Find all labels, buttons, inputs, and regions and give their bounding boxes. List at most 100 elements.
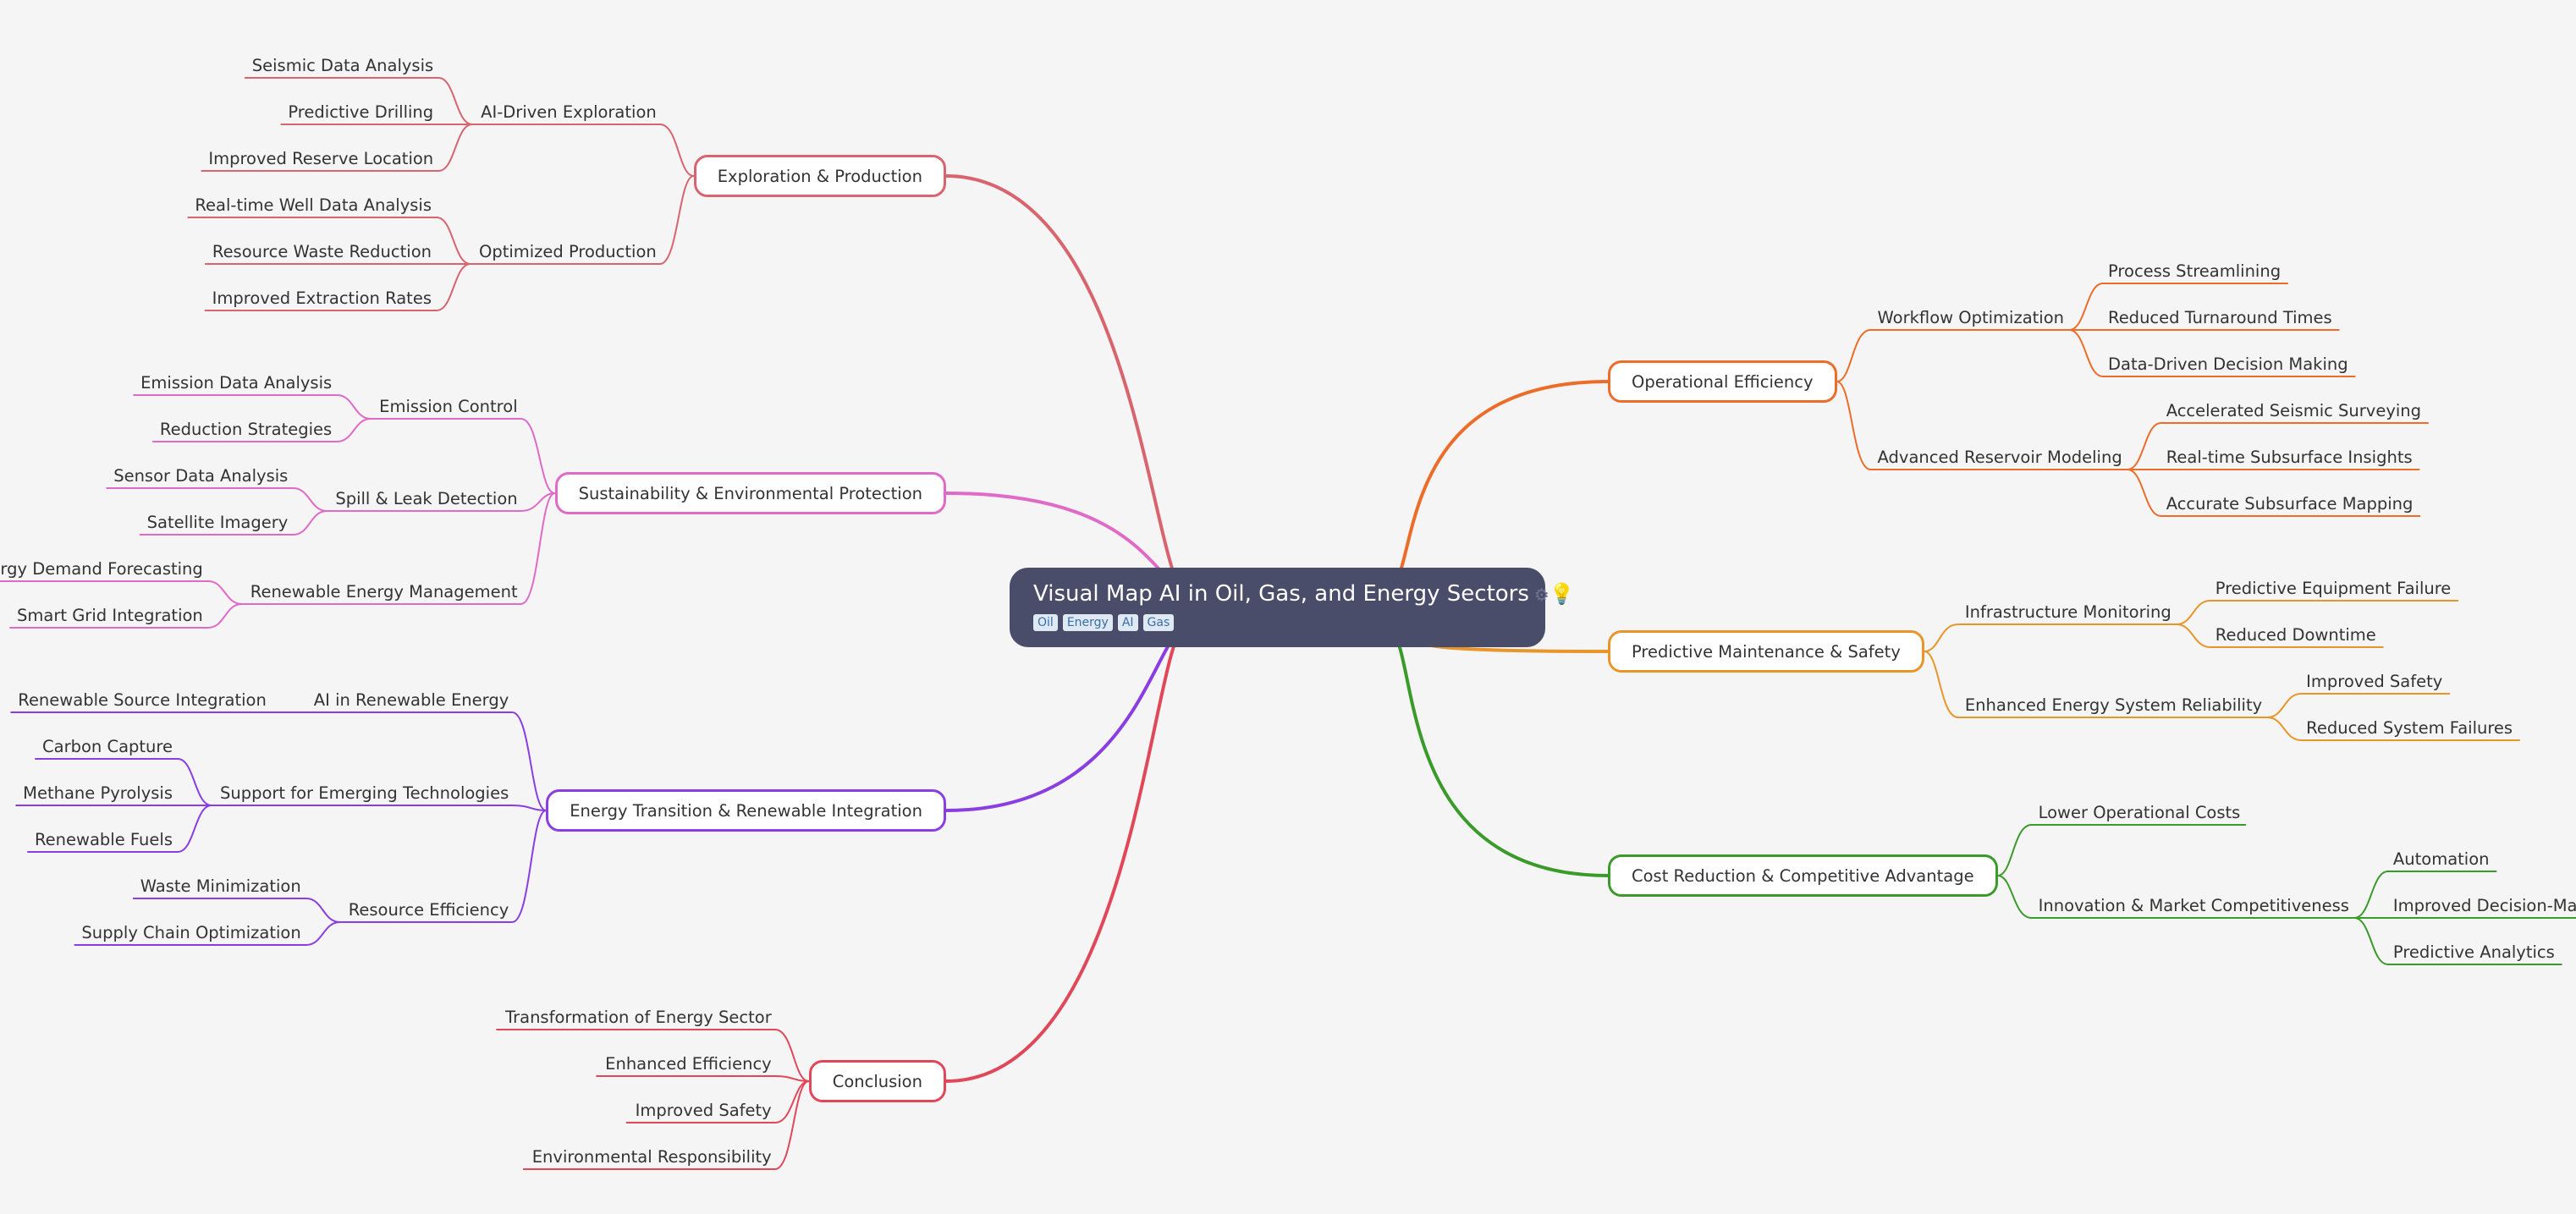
node-ai-driven-exploration[interactable]: AI-Driven Exploration (481, 102, 657, 122)
root-tags: Oil Energy AI Gas (1033, 614, 1522, 631)
link-infrastructure-monitoring (1923, 623, 2177, 652)
node-reduction-strategies[interactable]: Reduction Strategies (159, 420, 333, 439)
branch-transition[interactable]: Energy Transition & Renewable Integratio… (546, 789, 946, 832)
link-data-driven-decision-making (2068, 329, 2356, 377)
node-renewable-source-integration[interactable]: Renewable Source Integration (18, 690, 267, 710)
node-methane-pyrolysis[interactable]: Methane Pyrolysis (23, 783, 173, 803)
link-sensor-data-analysis (106, 487, 328, 512)
link-innovation-and-market-competitiveness (1996, 875, 2355, 919)
node-spill-and-leak-detection[interactable]: Spill & Leak Detection (335, 489, 518, 508)
node-reduced-turnaround-times[interactable]: Reduced Turnaround Times (2108, 308, 2332, 327)
node-real-time-subsurface-insights[interactable]: Real-time Subsurface Insights (2166, 448, 2413, 467)
link-reduced-system-failures (2266, 717, 2521, 741)
node-lower-operational-costs[interactable]: Lower Operational Costs (2038, 803, 2241, 822)
node-renewable-energy-management[interactable]: Renewable Energy Management (250, 582, 518, 602)
link-waste-minimization (132, 898, 341, 923)
node-seismic-data-analysis[interactable]: Seismic Data Analysis (251, 56, 434, 75)
link-renewable-energy-management (240, 492, 556, 605)
node-improved-safety[interactable]: Improved Safety (635, 1101, 772, 1120)
link-workflow-optimization (1836, 329, 2071, 382)
node-sensor-data-analysis[interactable]: Sensor Data Analysis (113, 466, 289, 486)
link-emission-control (370, 418, 556, 494)
branch-operational[interactable]: Operational Efficiency (1608, 360, 1837, 403)
node-resource-efficiency[interactable]: Resource Efficiency (348, 900, 509, 920)
node-predictive-drilling[interactable]: Predictive Drilling (288, 102, 434, 122)
node-predictive-analytics[interactable]: Predictive Analytics (2392, 942, 2555, 962)
link-lower-operational-costs (1996, 824, 2247, 876)
branch-exploration[interactable]: Exploration & Production (693, 155, 946, 197)
link-optimized-production (469, 175, 695, 265)
link-enhanced-energy-system-reliability (1923, 651, 2269, 718)
node-smart-grid-integration[interactable]: Smart Grid Integration (17, 606, 203, 625)
link-predictive-analytics (2353, 917, 2562, 965)
node-reduced-system-failures[interactable]: Reduced System Failures (2306, 718, 2513, 738)
node-optimized-production[interactable]: Optimized Production (478, 242, 657, 261)
node-reduced-downtime[interactable]: Reduced Downtime (2215, 625, 2376, 645)
link-transformation-of-energy-sector (496, 1029, 810, 1082)
node-satellite-imagery[interactable]: Satellite Imagery (146, 513, 289, 532)
node-support-for-emerging-technologies[interactable]: Support for Emerging Technologies (219, 783, 509, 803)
link-seismic-data-analysis (244, 77, 474, 125)
branch-link-operational (1386, 380, 1610, 594)
settings-icon: ⚙ (1533, 585, 1549, 605)
branch-conclusion[interactable]: Conclusion (808, 1060, 946, 1102)
node-emission-control[interactable]: Emission Control (379, 397, 518, 416)
node-accelerated-seismic-surveying[interactable]: Accelerated Seismic Surveying (2166, 401, 2422, 420)
node-improved-decision-making[interactable]: Improved Decision-Making (2392, 896, 2576, 915)
link-accurate-subsurface-mapping (2126, 469, 2421, 517)
node-environmental-responsibility[interactable]: Environmental Responsibility (531, 1147, 772, 1167)
tag-gas[interactable]: Gas (1142, 614, 1175, 631)
node-innovation-and-market-competitiveness[interactable]: Innovation & Market Competitiveness (2038, 896, 2349, 915)
node-enhanced-efficiency[interactable]: Enhanced Efficiency (605, 1054, 772, 1074)
node-emission-data-analysis[interactable]: Emission Data Analysis (140, 373, 333, 393)
node-infrastructure-monitoring[interactable]: Infrastructure Monitoring (1964, 602, 2171, 622)
link-spill-and-leak-detection (326, 492, 556, 512)
link-improved-safety (2266, 693, 2451, 718)
node-supply-chain-optimization[interactable]: Supply Chain Optimization (81, 923, 301, 942)
root-title: Visual Map AI in Oil, Gas, and Energy Se… (1033, 581, 1529, 607)
node-improved-extraction-rates[interactable]: Improved Extraction Rates (212, 288, 432, 308)
node-data-driven-decision-making[interactable]: Data-Driven Decision Making (2108, 354, 2348, 374)
link-support-for-emerging-technologies (210, 805, 548, 811)
link-accelerated-seismic-surveying (2126, 422, 2430, 470)
node-ai-in-renewable-energy[interactable]: AI in Renewable Energy (313, 690, 509, 710)
link-ai-in-renewable-energy (304, 711, 548, 811)
branch-link-cost (1386, 624, 1610, 877)
branch-sustainability[interactable]: Sustainability & Environmental Protectio… (554, 472, 946, 514)
root-node[interactable]: Visual Map AI in Oil, Gas, and Energy Se… (1010, 568, 1575, 647)
link-improved-reserve-location (201, 124, 474, 172)
link-energy-demand-forecasting (0, 580, 243, 605)
branch-cost[interactable]: Cost Reduction & Competitive Advantage (1608, 854, 1998, 897)
link-reduced-downtime (2175, 623, 2384, 648)
node-predictive-equipment-failure[interactable]: Predictive Equipment Failure (2215, 579, 2452, 598)
node-transformation-of-energy-sector[interactable]: Transformation of Energy Sector (505, 1008, 772, 1027)
node-renewable-fuels[interactable]: Renewable Fuels (34, 830, 173, 849)
node-advanced-reservoir-modeling[interactable]: Advanced Reservoir Modeling (1877, 448, 2122, 467)
node-resource-waste-reduction[interactable]: Resource Waste Reduction (212, 242, 432, 261)
link-improved-extraction-rates (204, 263, 471, 311)
link-environmental-responsibility (522, 1080, 810, 1170)
branch-maintenance[interactable]: Predictive Maintenance & Safety (1608, 630, 1924, 673)
node-real-time-well-data-analysis[interactable]: Real-time Well Data Analysis (195, 195, 432, 215)
node-improved-reserve-location[interactable]: Improved Reserve Location (208, 149, 434, 168)
node-workflow-optimization[interactable]: Workflow Optimization (1877, 308, 2065, 327)
node-automation[interactable]: Automation (2392, 849, 2490, 869)
link-renewable-fuels (26, 805, 212, 853)
node-process-streamlining[interactable]: Process Streamlining (2108, 261, 2282, 281)
link-process-streamlining (2068, 283, 2289, 331)
branch-link-exploration (944, 174, 1186, 594)
link-reduction-strategies (151, 418, 372, 442)
node-energy-demand-forecasting[interactable]: Energy Demand Forecasting (0, 559, 203, 579)
link-supply-chain-optimization (74, 921, 341, 946)
tag-oil[interactable]: Oil (1033, 614, 1058, 631)
node-carbon-capture[interactable]: Carbon Capture (42, 737, 173, 756)
node-accurate-subsurface-mapping[interactable]: Accurate Subsurface Mapping (2166, 494, 2414, 514)
node-enhanced-energy-system-reliability[interactable]: Enhanced Energy System Reliability (1964, 695, 2263, 715)
tag-energy[interactable]: Energy (1062, 614, 1113, 631)
node-waste-minimization[interactable]: Waste Minimization (140, 876, 301, 896)
link-predictive-equipment-failure (2175, 600, 2459, 625)
node-improved-safety[interactable]: Improved Safety (2306, 672, 2443, 691)
tag-ai[interactable]: AI (1117, 614, 1138, 631)
